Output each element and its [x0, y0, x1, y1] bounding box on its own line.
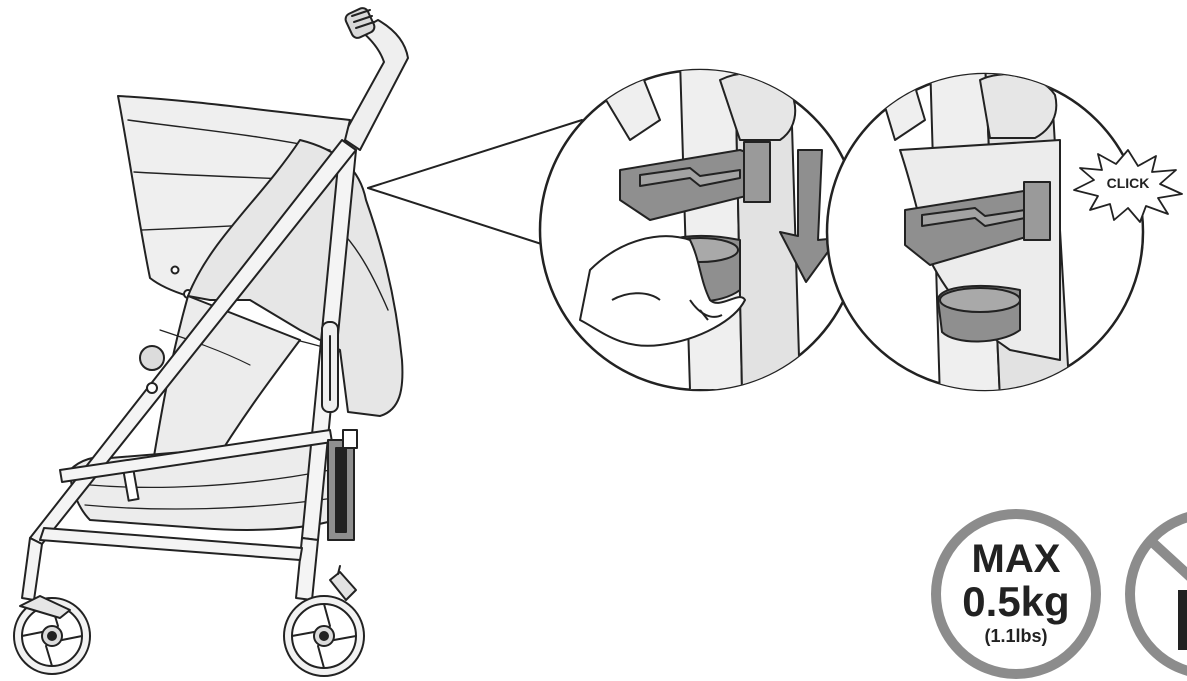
- mounted-cup-holder: [327, 429, 358, 541]
- max-weight-value: 0.5kg: [962, 578, 1069, 625]
- max-weight-imperial: (1.1lbs): [984, 626, 1047, 646]
- click-label: CLICK: [1107, 175, 1150, 191]
- rear-wheel: [283, 595, 365, 677]
- handle-grip: [341, 7, 409, 151]
- frame-legs: [21, 139, 357, 601]
- brake-pedal: [329, 565, 357, 601]
- down-arrow-icon: [779, 149, 839, 283]
- max-weight-line1: MAX: [972, 537, 1061, 581]
- callout-click-step: CLICK: [825, 72, 1183, 392]
- stroller-illustration: [13, 7, 583, 677]
- click-burst-icon: [1073, 149, 1183, 223]
- callout-pointer: [367, 119, 583, 251]
- prohibition-badge: [1125, 512, 1187, 676]
- front-wheel: [13, 595, 91, 675]
- fold-latch: [139, 321, 339, 413]
- callout-attach-step: [538, 68, 862, 392]
- max-weight-badge: MAX 0.5kg (1.1lbs): [931, 509, 1101, 679]
